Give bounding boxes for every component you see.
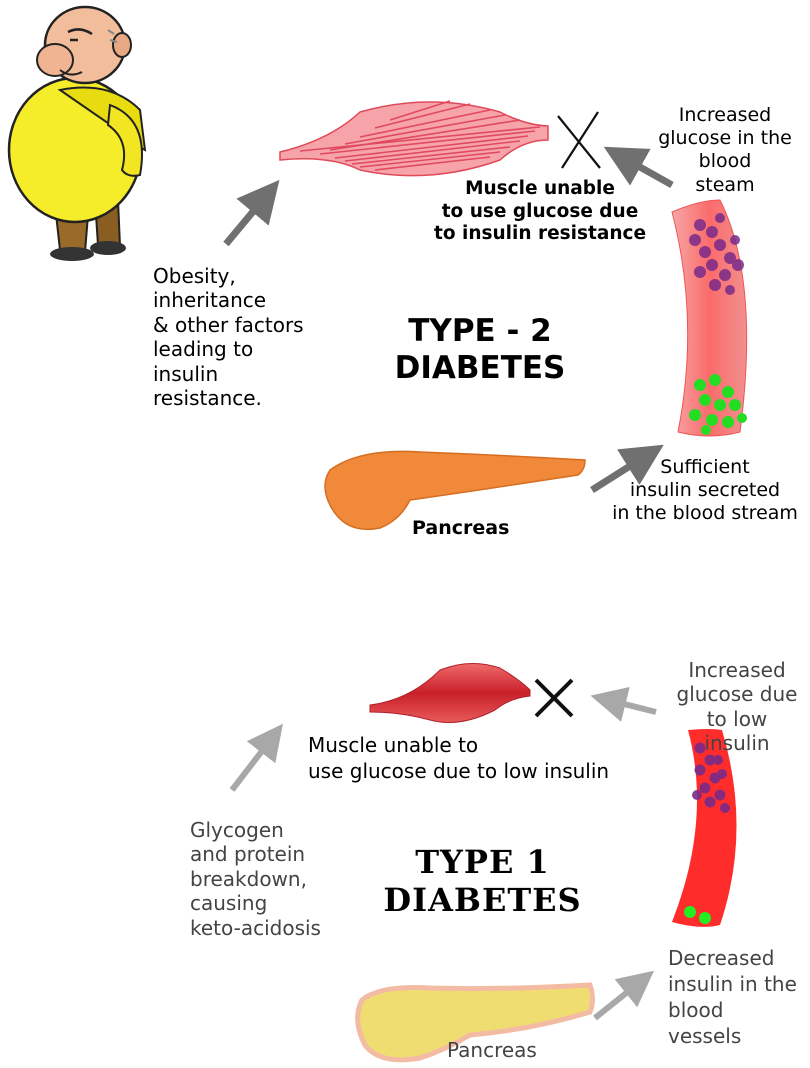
obese-man-icon (9, 7, 145, 261)
type2-pancreas-label: Pancreas (412, 517, 509, 540)
type1-glucose-label: Increased glucose due to low insulin (664, 658, 810, 756)
blocked-x-icon (558, 112, 600, 168)
type1-insulin-label: Decreased insulin in the blood vessels (668, 945, 810, 1049)
type2-title: TYPE - 2 DIABETES (385, 313, 575, 387)
type2-glucose-label: Increased glucose in the blood steam (640, 104, 810, 197)
type1-title: TYPE 1 DIABETES (375, 843, 590, 920)
muscle-icon (280, 101, 548, 176)
type2-insulin-label: Sufficient insulin secreted in the blood… (600, 456, 810, 526)
muscle-icon (370, 663, 530, 722)
arrow-icon (595, 982, 640, 1018)
type1-pancreas-label: Pancreas (447, 1038, 537, 1062)
blood-vessel-icon (672, 200, 747, 436)
type1-factors-label: Glycogen and protein breakdown, causing … (190, 818, 360, 940)
blocked-x-icon (536, 680, 572, 716)
type2-muscle-label: Muscle unable to use glucose due to insu… (425, 178, 655, 246)
type2-factors-label: Obesity, inheritance & other factors lea… (153, 264, 333, 410)
arrow-icon (226, 196, 266, 244)
type1-muscle-label: Muscle unable to use glucose due to low … (308, 732, 648, 784)
arrow-icon (232, 738, 272, 790)
arrow-icon (608, 700, 656, 712)
blood-vessel-icon (672, 729, 737, 927)
